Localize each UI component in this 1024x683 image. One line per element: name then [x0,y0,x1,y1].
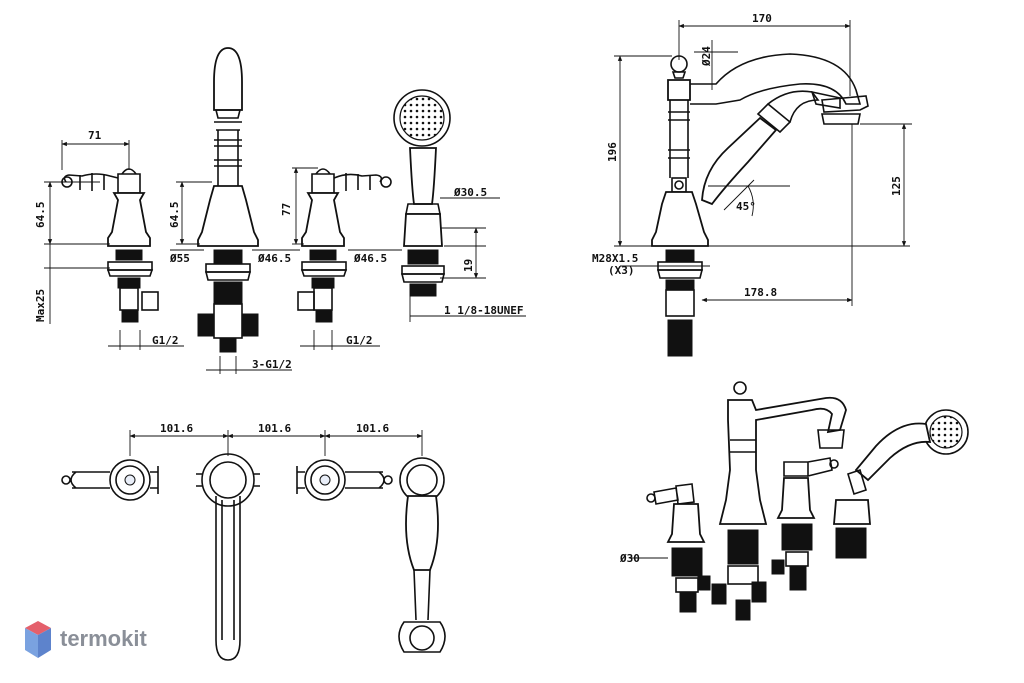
side-hand-shower [701,90,841,206]
dim-d30-5: Ø30.5 [453,186,487,199]
dim-d46-5-b: Ø46.5 [353,252,387,265]
thread-right: G1/2 [346,334,373,347]
dim-angle-45: 45° [736,200,756,213]
spacing-1: 101.6 [160,422,193,435]
brand-name: termokit [60,626,147,651]
thread-shower: 1 1/8-18UNEF [444,304,523,317]
dim-196: 196 [606,142,619,162]
dim-d46-5-a: Ø46.5 [257,252,291,265]
top-view: 101.6 101.6 101.6 [61,422,446,661]
thread-mid: 3-G1/2 [252,358,292,371]
iso-spout [711,381,847,621]
spout [197,47,259,353]
front-dimensions [44,140,526,374]
dim-77: 77 [280,203,293,216]
top-right-valve [296,459,393,501]
side-spout [651,53,869,357]
top-spout [196,453,260,661]
front-view: 71 64.5 Max25 64.5 Ø55 Ø46.5 77 Ø46.5 Ø3… [34,47,526,374]
iso-left-valve [646,483,711,613]
side-dimensions [614,20,912,306]
dim-d30: Ø30 [619,552,640,565]
iso-right-valve [771,457,839,591]
thread-m28: M28X1.5 [592,252,638,265]
thread-qty: (X3) [608,264,635,277]
side-view: 170 Ø24 196 125 45° M28X1.5 (X3) 178.8 [592,12,912,357]
brand-logo: termokit [25,621,147,658]
dim-d24: Ø24 [700,46,713,67]
thread-left: G1/2 [152,334,179,347]
dim-max25: Max25 [34,289,47,322]
iso-hand-shower [833,409,969,559]
top-hand-shower [398,457,446,653]
top-left-valve [61,459,159,501]
dim-64-5-left: 64.5 [34,202,47,229]
logo-left-face [25,628,38,658]
dim-d55: Ø55 [169,252,190,265]
dim-19: 19 [462,259,475,272]
dim-178-8: 178.8 [744,286,777,299]
spacing-3: 101.6 [356,422,389,435]
dim-170: 170 [752,12,772,25]
dim-125: 125 [890,176,903,196]
spacing-2: 101.6 [258,422,291,435]
top-dimensions [129,430,423,456]
logo-right-face [38,628,51,658]
dim-71: 71 [88,129,102,142]
dim-64-5-spout: 64.5 [168,202,181,229]
right-valve [297,168,392,323]
iso-view: Ø30 [619,381,969,621]
hand-shower [393,89,451,297]
left-valve [61,168,159,323]
